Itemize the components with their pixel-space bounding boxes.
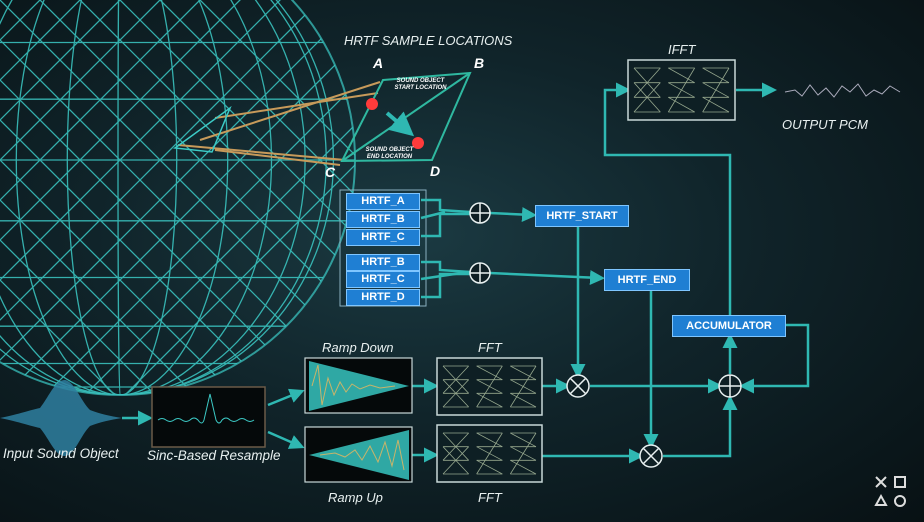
fft-top-label: FFT	[478, 340, 502, 355]
multiply-operator-1	[566, 374, 590, 398]
playstation-logo	[874, 476, 906, 507]
hrtf-start-block: HRTF_START	[535, 205, 629, 227]
ifft-label: IFFT	[668, 42, 696, 57]
accumulator-block: ACCUMULATOR	[672, 315, 786, 337]
sum-operator-3	[718, 374, 742, 398]
end-location-label: SOUND OBJECT END LOCATION	[365, 147, 414, 160]
multiply-operator-2	[639, 444, 663, 468]
hrtf-d-box: HRTF_D	[346, 289, 420, 306]
hrtf-c-box: HRTF_C	[346, 229, 420, 246]
hrtf-sample-locations-title: HRTF SAMPLE LOCATIONS	[344, 33, 513, 48]
hrtf-b-box: HRTF_B	[346, 211, 420, 228]
end-marker	[412, 137, 424, 149]
ramp-up-label: Ramp Up	[328, 490, 383, 505]
start-marker	[366, 98, 378, 110]
hrtf-c-box-2: HRTF_C	[346, 271, 420, 288]
hrtf-b-box-2: HRTF_B	[346, 254, 420, 271]
corner-a-label: A	[373, 55, 384, 71]
projection-lines	[177, 81, 381, 166]
fft-bottom-label: FFT	[478, 490, 502, 505]
sinc-resample-block	[151, 386, 266, 448]
corner-d-label: D	[430, 163, 441, 179]
hrtf-a-box: HRTF_A	[346, 193, 420, 210]
output-pcm-wave	[784, 83, 901, 98]
corner-c-label: C	[325, 164, 336, 180]
hrtf-end-block: HRTF_END	[604, 269, 690, 291]
start-location-label: SOUND OBJECT START LOCATION	[394, 78, 447, 91]
input-sound-wave	[0, 380, 122, 456]
sum-operator-1	[469, 202, 491, 224]
output-pcm-label: OUTPUT PCM	[782, 117, 868, 132]
wireframe-sphere	[0, 0, 355, 395]
ramp-down-label: Ramp Down	[322, 340, 394, 355]
sum-operator-2	[469, 262, 491, 284]
sinc-resample-label: Sinc-Based Resample	[147, 448, 281, 463]
input-sound-object-label: Input Sound Object	[3, 446, 119, 461]
corner-b-label: B	[474, 55, 485, 71]
